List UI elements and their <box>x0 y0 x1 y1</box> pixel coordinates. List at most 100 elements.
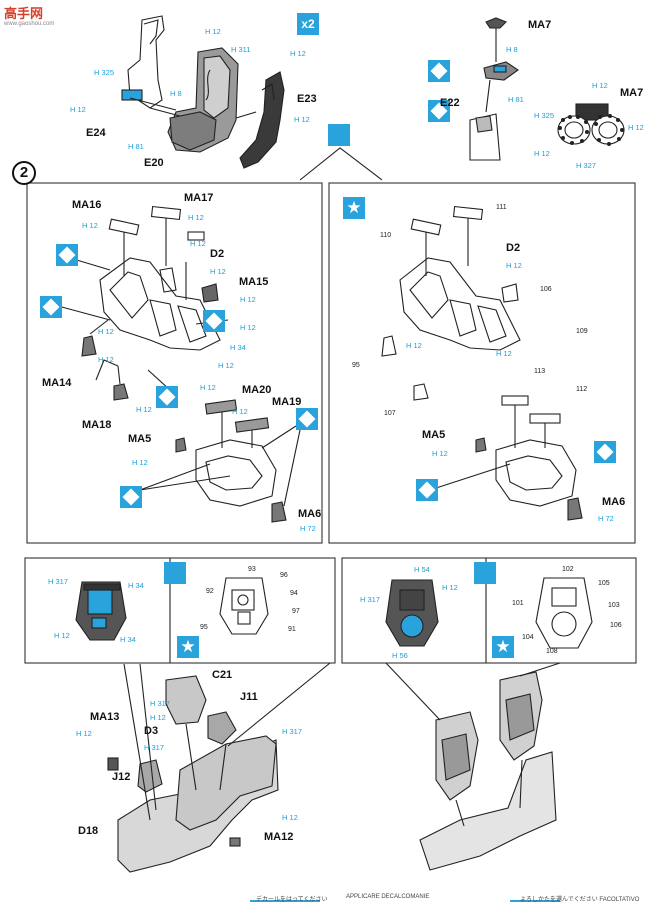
instrument-panel-painted-right <box>385 579 439 647</box>
part-label: MA18 <box>82 419 112 431</box>
paint-code: H 12 <box>432 449 448 458</box>
paint-code: H 81 <box>128 142 144 151</box>
decal-number: 113 <box>534 368 546 375</box>
paint-code: H 12 <box>282 813 298 822</box>
decal-number: 109 <box>576 328 588 335</box>
paint-code: H 12 <box>506 261 522 270</box>
decal-number: 102 <box>562 566 574 573</box>
part-label: J12 <box>112 771 131 783</box>
paint-code: H 12 <box>82 221 98 230</box>
decal-number: 95 <box>200 624 208 631</box>
paint-code: H 8 <box>506 45 518 54</box>
footer-optional-note: よろしかたを選んでください FACOLTATIVO <box>520 897 640 903</box>
decal-number: 104 <box>522 634 534 641</box>
part-label: C21 <box>212 669 233 681</box>
choice-arrows-icon <box>474 562 496 584</box>
diamond-icon <box>594 441 616 463</box>
paint-code: H 325 <box>534 111 555 120</box>
watermark-url: www.gaoshou.com <box>4 21 55 27</box>
instrument-panel-decal-left <box>219 577 269 635</box>
part-label: MA15 <box>239 276 269 288</box>
paint-code: H 12 <box>534 149 550 158</box>
part-label: MA6 <box>602 496 626 508</box>
decal-number: 110 <box>380 232 392 239</box>
seat-rail-e23 <box>239 71 285 169</box>
part-label: MA6 <box>298 508 322 520</box>
left-panel-cockpit-upper <box>81 205 221 401</box>
footer-decal-note-it: APPLICARE DECALCOMANIE <box>346 894 430 900</box>
decal-number: 92 <box>206 588 214 595</box>
choice-arrows-icon <box>328 124 350 146</box>
decal-number: 111 <box>496 204 507 211</box>
paint-code: H 34 <box>128 581 144 590</box>
decal-number: 112 <box>576 386 588 393</box>
paint-code: H 12 <box>205 27 221 36</box>
decal-number: 95 <box>352 362 360 369</box>
instrument-panel-painted-left <box>75 581 127 641</box>
gauge-bezel-ma7 <box>557 103 625 146</box>
decal-number: 96 <box>280 572 288 579</box>
diamond-icon <box>40 296 62 318</box>
paint-code: H 12 <box>150 713 166 722</box>
paint-code: H 12 <box>132 458 148 467</box>
paint-code: H 12 <box>442 583 458 592</box>
part-label: MA16 <box>72 199 102 211</box>
part-label: MA13 <box>90 711 120 723</box>
paint-code: H 34 <box>230 343 246 352</box>
decal-number: 105 <box>598 580 610 587</box>
paint-code: H 12 <box>210 267 226 276</box>
part-label: D3 <box>144 725 159 737</box>
star-icon: ★ <box>177 636 199 658</box>
diamond-icon <box>428 100 450 122</box>
decal-number: 108 <box>546 648 558 655</box>
paint-code: H 34 <box>120 635 136 644</box>
part-label: E24 <box>86 127 106 139</box>
diamond-icon <box>203 310 225 332</box>
diamond-icon <box>428 60 450 82</box>
part-label: MA7 <box>528 19 552 31</box>
paint-code: H 12 <box>240 323 256 332</box>
part-label: MA19 <box>272 396 302 408</box>
decal-number: 106 <box>610 622 622 629</box>
part-label: MA17 <box>184 192 214 204</box>
paint-code: H 12 <box>190 239 206 248</box>
diamond-icon <box>120 486 142 508</box>
multiplier-badge: x2 <box>297 13 319 35</box>
paint-code: H 12 <box>240 295 256 304</box>
part-label: MA7 <box>620 87 644 99</box>
decal-number: 103 <box>608 602 620 609</box>
paint-code: H 317 <box>360 595 381 604</box>
decal-number: 94 <box>290 590 298 597</box>
paint-code: H 12 <box>70 105 86 114</box>
paint-code: H 72 <box>300 524 316 533</box>
paint-code: H 311 <box>231 45 251 54</box>
paint-code: H 317 <box>150 699 171 708</box>
diamond-icon <box>56 244 78 266</box>
decal-number: 97 <box>292 608 300 615</box>
part-label: MA12 <box>264 831 294 843</box>
paint-code: H 327 <box>576 161 597 170</box>
paint-code: H 8 <box>170 89 182 98</box>
paint-code: H 56 <box>392 651 408 660</box>
decal-number: 93 <box>248 566 256 573</box>
part-label: D18 <box>78 825 99 837</box>
paint-code: H 317 <box>48 577 69 586</box>
part-label: MA5 <box>422 429 446 441</box>
diamond-icon <box>296 408 318 430</box>
paint-code: H 12 <box>218 361 234 370</box>
diamond-icon <box>156 386 178 408</box>
paint-code: H 12 <box>98 327 114 336</box>
footer-decal-note: デカールをはってください <box>256 897 328 903</box>
paint-code: H 317 <box>282 727 303 736</box>
part-label: E22 <box>440 97 460 109</box>
paint-code: H 12 <box>200 383 216 392</box>
paint-code: H 12 <box>54 631 70 640</box>
paint-code: H 12 <box>290 49 306 58</box>
paint-code: H 317 <box>144 743 165 752</box>
part-label: MA14 <box>42 377 72 389</box>
canopy-rail-part <box>469 17 519 161</box>
part-label: J11 <box>240 691 258 703</box>
part-label: D2 <box>210 248 225 260</box>
